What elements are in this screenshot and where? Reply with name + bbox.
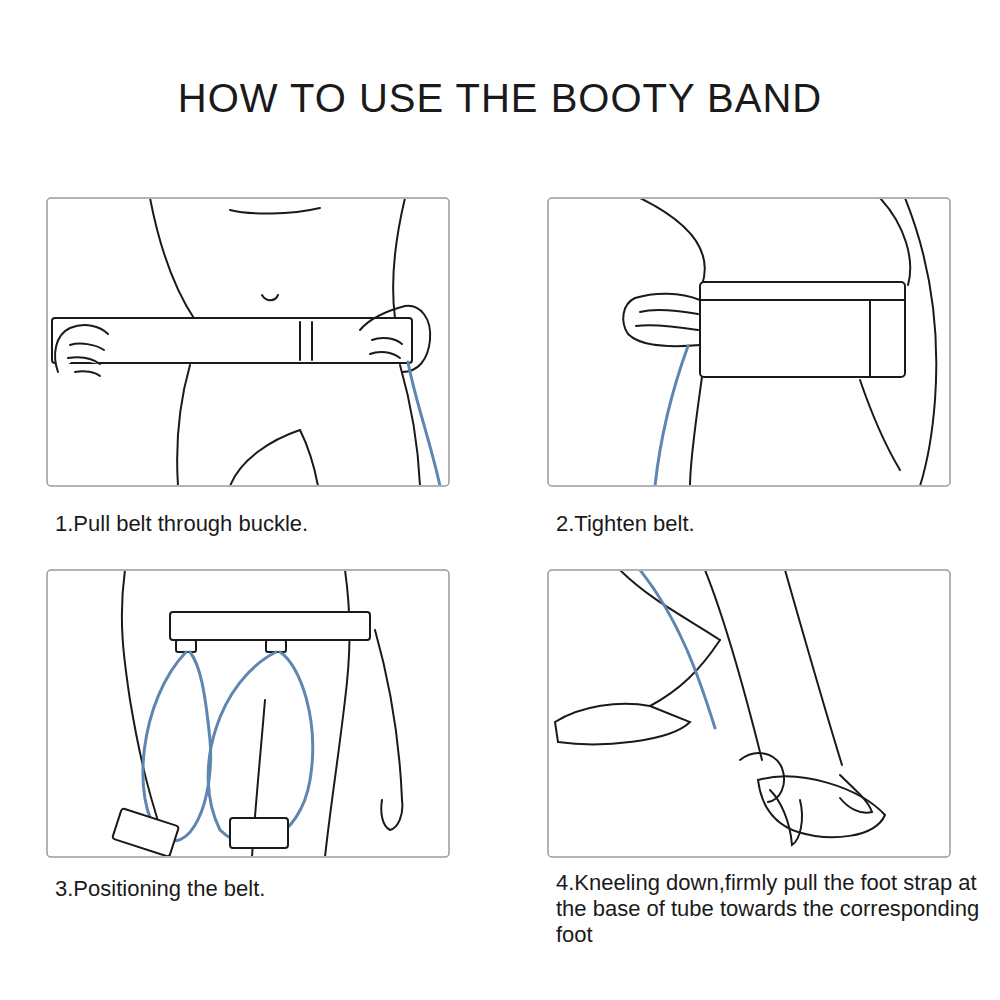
figure-step-2	[623, 199, 936, 485]
figure-step-4	[555, 571, 885, 845]
step-caption: 4.Kneeling down,firmly pull the foot str…	[556, 870, 988, 948]
figure-step-3	[112, 571, 402, 856]
step-caption: 3.Positioning the belt.	[55, 876, 435, 902]
step-caption: 2.Tighten belt.	[556, 511, 936, 537]
title: HOW TO USE THE BOOTY BAND	[0, 76, 1000, 121]
panel-frame	[47, 198, 950, 857]
step-caption: 1.Pull belt through buckle.	[55, 511, 435, 537]
figure-step-1	[52, 199, 440, 485]
